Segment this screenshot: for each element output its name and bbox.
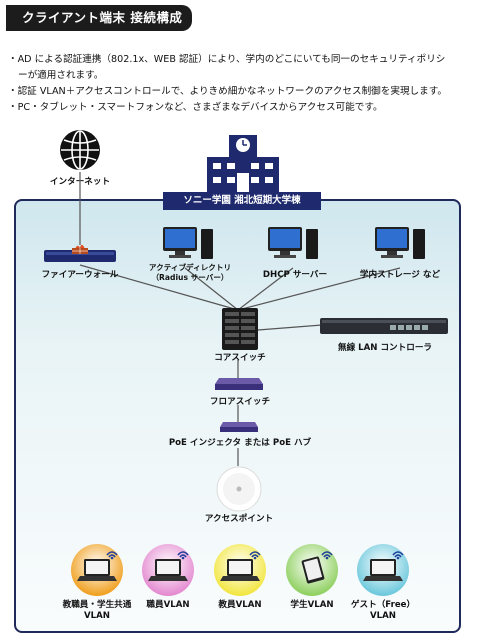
firewall-icon xyxy=(44,244,116,262)
vlan-circle xyxy=(357,544,409,596)
poe-injector-icon xyxy=(220,422,258,432)
school-building-label: ソニー学園 湘北短期大学棟 xyxy=(163,192,321,210)
vlan-label-line2: VLAN xyxy=(84,611,110,621)
vlan-label-line1: 教員VLAN xyxy=(218,600,262,610)
floor-switch-icon xyxy=(215,378,263,390)
bullet-item: ・PC・タブレット・スマートフォンなど、さまざまなデバイスからアクセス可能です。 xyxy=(8,102,383,113)
school-building-icon xyxy=(207,135,279,193)
vlan-circle xyxy=(142,544,194,596)
section-title: クライアント端末 接続構成 xyxy=(6,5,192,31)
dhcp-label: DHCP サーバー xyxy=(262,270,328,280)
storage-server-icon xyxy=(375,227,425,259)
vlan-label-line1: ゲスト（Free） xyxy=(350,600,416,610)
vlan-label: 教員VLAN xyxy=(195,600,285,611)
core-switch-icon xyxy=(222,308,258,350)
bullet-item-continuation: ーが適用されます。 xyxy=(18,70,104,81)
globe-icon xyxy=(60,130,100,170)
wlan-controller-icon xyxy=(320,318,448,334)
access-point-icon xyxy=(216,466,262,512)
storage-label: 学内ストレージ など xyxy=(359,270,441,280)
tablet-icon xyxy=(301,551,333,584)
laptop-icon xyxy=(148,551,189,581)
vlan-label: ゲスト（Free）VLAN xyxy=(338,600,428,622)
vlan-circle xyxy=(286,544,338,596)
poe-label: PoE インジェクタ または PoE ハブ xyxy=(168,438,312,448)
vlan-label-line1: 教職員・学生共通 xyxy=(62,600,132,610)
vlan-circle xyxy=(214,544,266,596)
floor-switch-label: フロアスイッチ xyxy=(209,397,271,407)
access-point-label: アクセスポイント xyxy=(204,514,274,524)
bullet-list: ・AD による認証連携（802.1x、WEB 認証）により、学内のどこにいても同… xyxy=(8,52,474,116)
bullet-item: ・認証 VLAN＋アクセスコントロールで、よりきめ細かなネットワークのアクセス制… xyxy=(8,86,447,97)
bullet-item: ・AD による認証連携（802.1x、WEB 認証）により、学内のどこにいても同… xyxy=(8,54,446,65)
server-pc-icon xyxy=(163,227,213,259)
vlan-label-line2: VLAN xyxy=(370,611,396,621)
vlan-label-line1: 職員VLAN xyxy=(146,600,190,610)
vlan-label: 職員VLAN xyxy=(123,600,213,611)
ad-label-line2: （Radius サーバー） xyxy=(151,273,229,282)
ad-label-line1: アクティブディレクトリ xyxy=(148,263,232,272)
core-switch-label: コアスイッチ xyxy=(214,353,266,363)
vlan-circle xyxy=(71,544,123,596)
ad-label: アクティブディレクトリ （Radius サーバー） xyxy=(135,263,245,283)
vlan-label: 学生VLAN xyxy=(267,600,357,611)
laptop-icon xyxy=(220,551,261,581)
laptop-icon xyxy=(77,551,118,581)
dhcp-server-icon xyxy=(268,227,318,259)
laptop-icon xyxy=(363,551,404,581)
firewall-label: ファイアーウォール xyxy=(41,270,119,280)
vlan-label-line1: 学生VLAN xyxy=(290,600,334,610)
wlan-controller-label: 無線 LAN コントローラ xyxy=(337,343,433,353)
